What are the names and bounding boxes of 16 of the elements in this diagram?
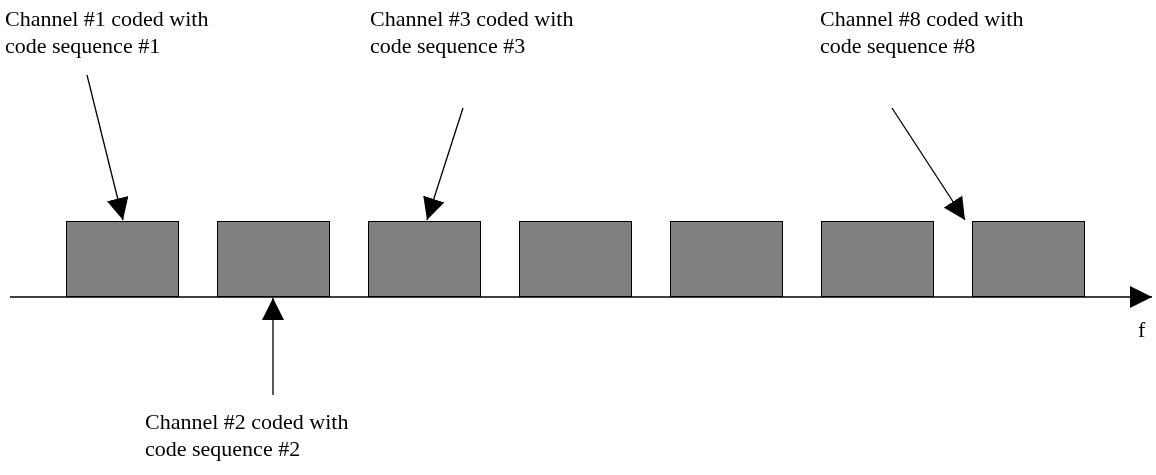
arrow — [86, 74, 129, 221]
callout-text: Channel #2 coded with code sequence #2 — [145, 408, 370, 462]
callout-text: Channel #1 coded with code sequence #1 — [5, 5, 230, 59]
callout-text: Channel #3 coded with code sequence #3 — [370, 5, 595, 59]
channel-block — [670, 221, 783, 297]
channel-block — [217, 221, 330, 297]
channel-block — [66, 221, 179, 297]
callout-text: Channel #8 coded with code sequence #8 — [820, 5, 1045, 59]
channel-block — [821, 221, 934, 297]
channel-block — [519, 221, 632, 297]
arrow — [262, 297, 284, 396]
channel-block — [972, 221, 1085, 297]
arrow — [423, 107, 464, 221]
arrow — [891, 107, 966, 221]
axis-label: f — [1138, 316, 1146, 343]
channel-block — [368, 221, 481, 297]
